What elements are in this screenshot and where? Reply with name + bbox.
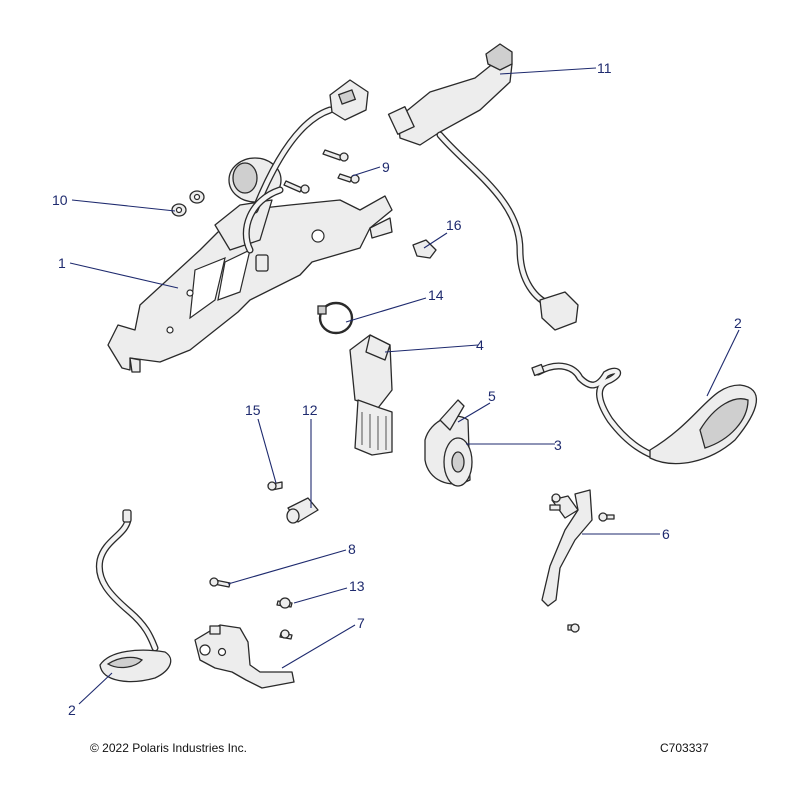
drawing-number: C703337: [660, 741, 709, 755]
leader-line-8: [227, 549, 347, 585]
leader-line-5: [457, 402, 491, 423]
copyright-text: © 2022 Polaris Industries Inc.: [90, 741, 247, 755]
callout-2-right: 2: [734, 315, 742, 331]
leader-line-4: [384, 344, 479, 353]
bracket-part-7: [194, 624, 295, 689]
leader-line-7: [281, 624, 356, 669]
leader-line-1: [69, 262, 179, 289]
callout-12: 12: [302, 402, 318, 418]
horn-part: [424, 399, 473, 487]
connector-part-12: [286, 497, 319, 524]
headlight-part-left: [95, 509, 172, 683]
callout-13: 13: [349, 578, 365, 594]
callout-16: 16: [446, 217, 462, 233]
leader-line-2b: [78, 672, 113, 705]
leader-line-10: [71, 199, 176, 212]
callout-5: 5: [488, 388, 496, 404]
screw-part-8: [209, 577, 231, 588]
screw-part-9: [283, 149, 360, 194]
leader-lines: [69, 67, 740, 705]
callout-11: 11: [597, 60, 612, 76]
multifunction-switch-part: [387, 43, 579, 331]
ignition-harness-part: [242, 79, 369, 254]
leader-line-11: [499, 67, 597, 75]
callout-14: 14: [428, 287, 444, 303]
leader-line-15: [257, 418, 277, 484]
callout-labels: 1 2 2 3 4 5 6 7 8 9 10 11 12 13 14 15 16: [52, 60, 742, 718]
relay-module-part: [349, 334, 393, 456]
callout-15: 15: [245, 402, 261, 418]
callout-2-left: 2: [68, 702, 76, 718]
callout-10: 10: [52, 192, 68, 208]
leader-line-2a: [706, 329, 740, 397]
bracket-part-6: [541, 489, 615, 633]
headlight-part-right: [531, 362, 757, 465]
callout-9: 9: [382, 159, 390, 175]
leader-line-9: [351, 166, 381, 177]
callout-3: 3: [554, 437, 562, 453]
screw-part-13: [276, 597, 293, 640]
callout-4: 4: [476, 337, 484, 353]
callout-6: 6: [662, 526, 670, 542]
nut-part-10: [171, 190, 205, 217]
cable-tie-part-14: [317, 301, 354, 335]
screw-part-15: [267, 481, 283, 491]
callout-8: 8: [348, 541, 356, 557]
leader-line-13: [293, 587, 348, 604]
leader-line-14: [345, 297, 427, 323]
callout-7: 7: [357, 615, 365, 631]
leader-line-16: [423, 232, 448, 249]
mounting-bracket-part: [107, 195, 393, 373]
callout-1: 1: [58, 255, 66, 271]
